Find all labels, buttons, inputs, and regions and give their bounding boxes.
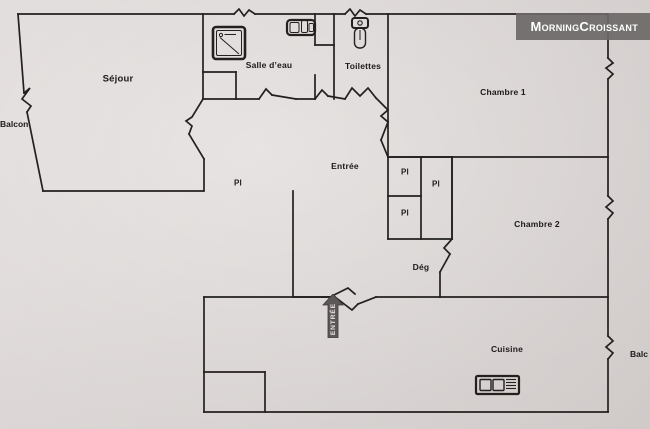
wall-entree-diag-right-b: [379, 120, 390, 142]
wall-window-top-2: [343, 7, 368, 18]
wall-window-left-balcony: [20, 87, 33, 114]
room-label-toilettes: Toilettes: [344, 61, 382, 71]
watermark-text: MorningCroissant: [530, 19, 638, 34]
wall-entree-diag-right-a: [374, 96, 390, 112]
wall-left-upper: [17, 13, 25, 94]
room-label-chambre-2: Chambre 2: [514, 219, 560, 229]
entrance-arrow-label-wrap: ENTRÉE: [322, 294, 344, 338]
room-label-salle-deau: Salle d’eau: [245, 60, 293, 70]
wall-entree-notch-left: [184, 97, 205, 136]
door-chambre1: [379, 108, 390, 124]
edge-label-balcon-right: Balc: [630, 349, 648, 359]
door-salle-deau: [257, 87, 274, 101]
wall-entree-top-step: [343, 86, 378, 101]
wall-entrance-opening: [328, 286, 357, 299]
kitchen-sink-fixture: [474, 374, 521, 396]
closet-label-pl-entree-3: Pl: [401, 208, 409, 218]
wall-deg-bottom-east: [356, 295, 378, 306]
entrance-arrow-icon: [322, 294, 344, 338]
closet-label-pl-entree-2: Pl: [432, 179, 440, 189]
room-label-entree: Entrée: [331, 161, 359, 171]
door-toilettes: [313, 88, 330, 101]
wall-window-top-1: [232, 7, 257, 18]
entrance-arrow-label: ENTRÉE: [329, 302, 337, 336]
wall-window-right-1: [604, 56, 615, 81]
room-label-deg: Dég: [412, 262, 430, 272]
closet-label-pl-entree-1: Pl: [401, 167, 409, 177]
wall-entree-top-4: [327, 95, 346, 100]
entrance-arrow-marker: ENTRÉE: [322, 294, 344, 338]
room-label-sejour: Séjour: [102, 73, 134, 85]
wall-window-right-3: [604, 334, 615, 361]
watermark-badge: MorningCroissant: [516, 13, 650, 40]
wall-entree-diag-right-c: [379, 138, 390, 159]
wall-entree-top-2: [271, 94, 297, 100]
wall-window-right-2: [604, 194, 615, 221]
wall-entree-diag-left: [187, 132, 206, 161]
door-deg-opening: [333, 295, 360, 312]
wall-deg-diag: [438, 252, 452, 274]
room-label-cuisine: Cuisine: [490, 344, 524, 354]
closet-label-pl-sejour: Pl: [234, 178, 242, 188]
toilet-fixture: [351, 17, 369, 49]
washbasin-fixture: [285, 18, 317, 37]
shower-fixture: [211, 25, 247, 61]
door-deg-chambre2: [442, 237, 454, 256]
room-label-chambre-1: Chambre 1: [480, 87, 526, 97]
wall-left-lower: [25, 110, 45, 193]
edge-label-balcon-left: Balcon: [0, 119, 29, 129]
